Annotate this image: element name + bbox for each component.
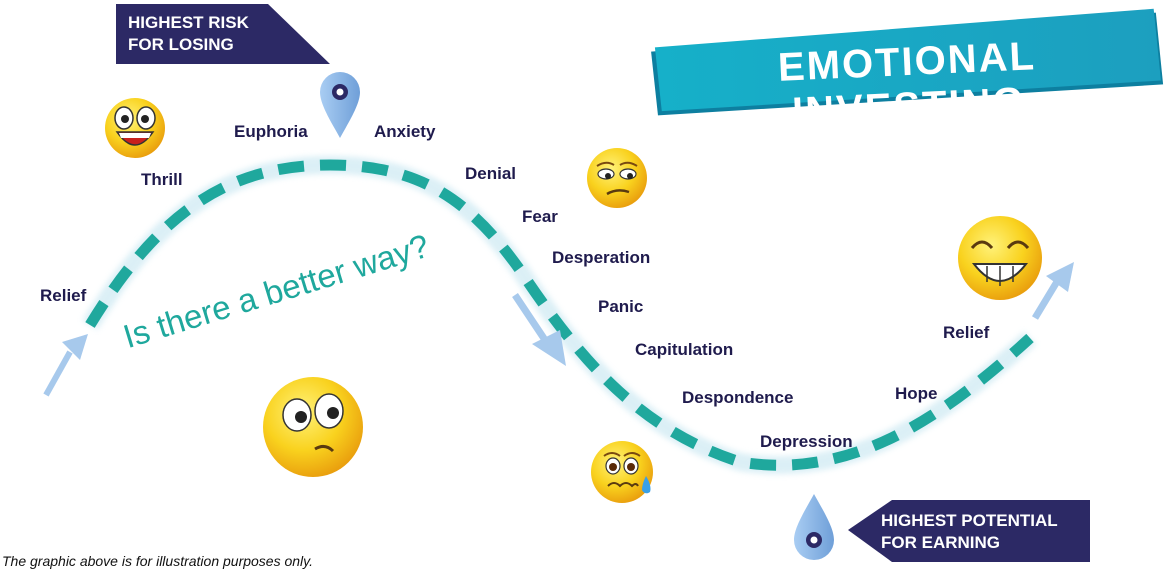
callout-bottom-line2: FOR EARNING — [881, 533, 1000, 552]
stage-label-anxiety: Anxiety — [374, 122, 436, 141]
stage-label-relief-start: Relief — [40, 286, 87, 305]
annoyed-face-icon — [583, 144, 651, 212]
stage-label-desperation: Desperation — [552, 248, 651, 267]
stage-label-denial: Denial — [465, 164, 517, 183]
disclaimer: The graphic above is for illustration pu… — [2, 553, 314, 569]
location-pin-icon — [794, 494, 834, 560]
stage-label-panic: Panic — [598, 297, 644, 316]
stage-label-euphoria: Euphoria — [234, 122, 308, 141]
end-arrow — [1032, 262, 1074, 320]
callout-highest-risk — [116, 4, 330, 64]
stage-label-thrill: Thrill — [141, 170, 183, 189]
stage-label-hope: Hope — [895, 384, 938, 403]
location-pin-icon — [320, 72, 360, 138]
confused-face-icon — [258, 372, 368, 482]
mid-arrow — [512, 293, 566, 366]
callout-top-text: HIGHEST RISK FOR LOSING — [128, 12, 249, 56]
callout-bottom-line1: HIGHEST POTENTIAL — [881, 511, 1058, 530]
emotion-cycle-curve — [85, 159, 1034, 471]
callout-bottom-text: HIGHEST POTENTIAL FOR EARNING — [881, 510, 1058, 554]
callout-top-line2: FOR LOSING — [128, 35, 234, 54]
grinning-face-icon — [954, 212, 1046, 304]
stage-label-despondence: Despondence — [682, 388, 794, 407]
stage-label-fear: Fear — [522, 207, 558, 226]
title-banner — [651, 8, 1164, 116]
stage-label-capitulation: Capitulation — [635, 340, 734, 359]
stage-label-relief-end: Relief — [943, 323, 990, 342]
crying-face-icon — [587, 437, 657, 507]
ecstatic-face-icon — [101, 94, 169, 162]
callout-highest-potential — [848, 500, 1090, 562]
stage-label-depression: Depression — [760, 432, 853, 451]
callout-top-line1: HIGHEST RISK — [128, 13, 249, 32]
start-arrow — [43, 334, 88, 397]
